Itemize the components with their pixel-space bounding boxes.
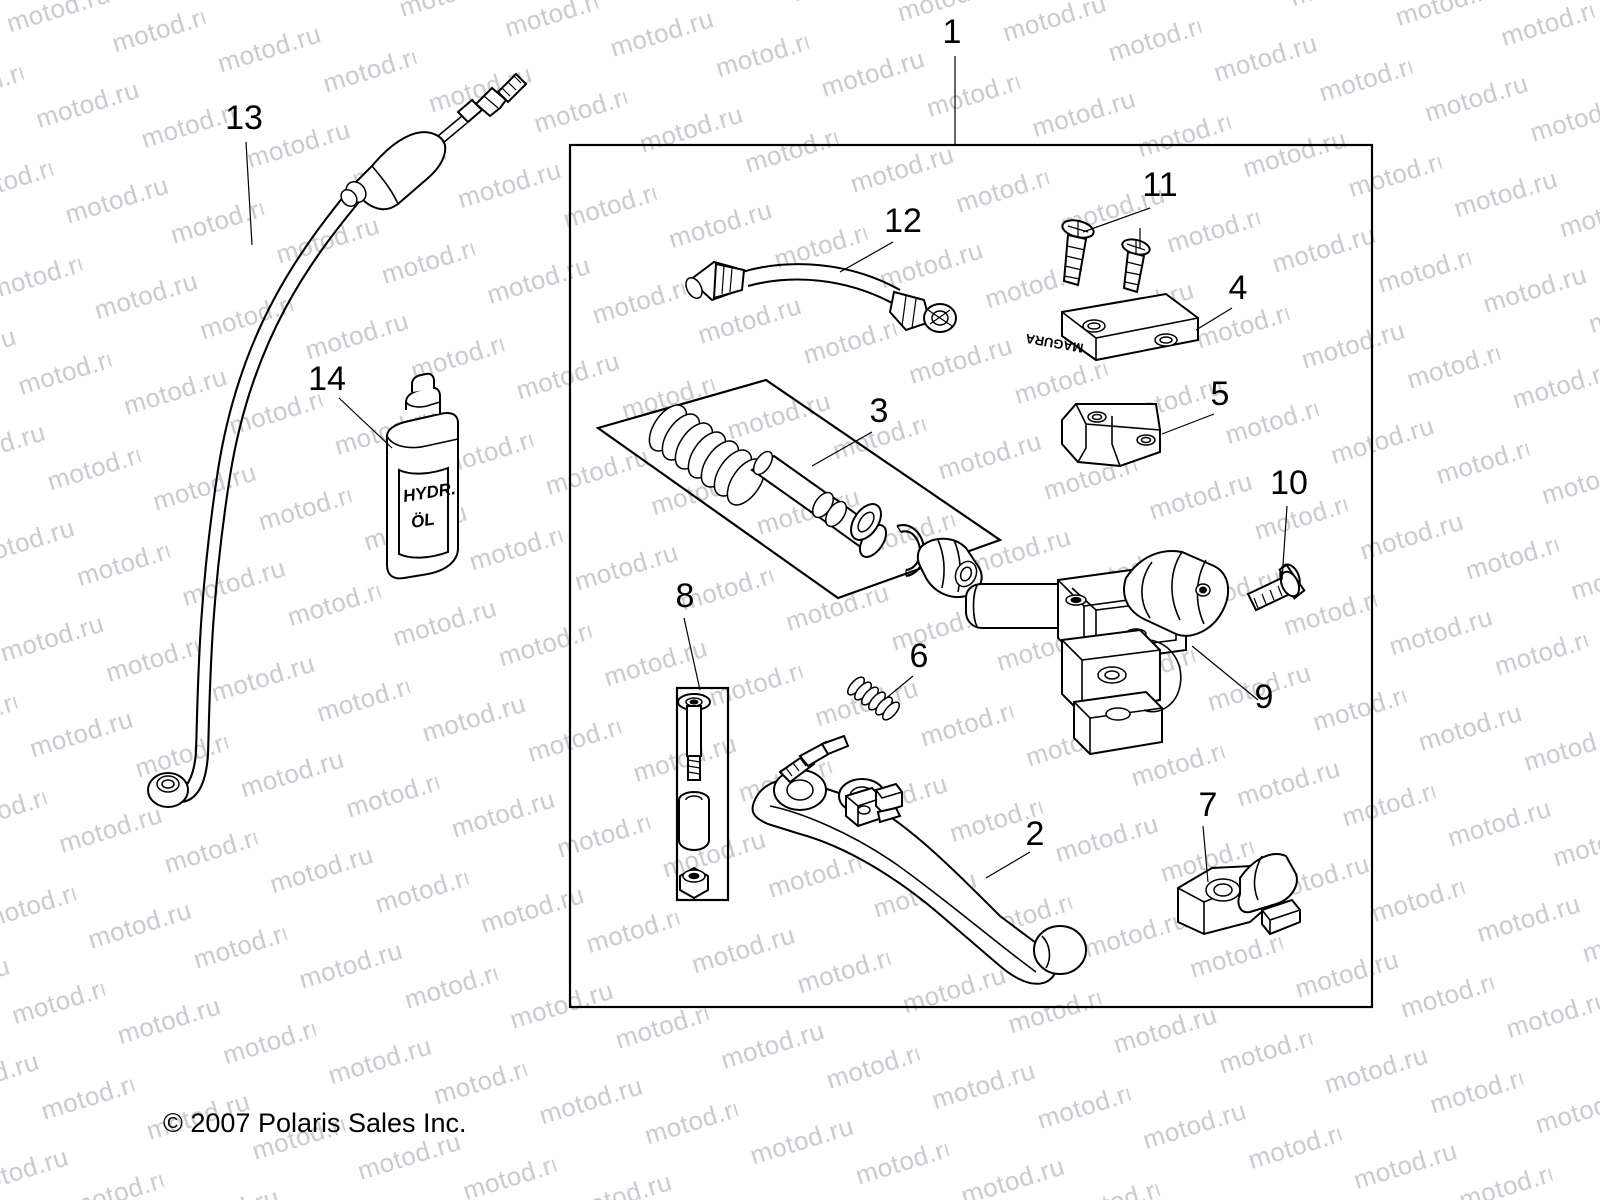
callout-5[interactable]: 5 — [1211, 375, 1230, 413]
callout-10[interactable]: 10 — [1270, 464, 1308, 502]
assembly-box — [568, 143, 1374, 1009]
part-hydraulic-oil-bottle: HYDR. ÖL — [386, 372, 459, 580]
part-handlebar-clamp-half — [1177, 853, 1301, 936]
callout-7[interactable]: 7 — [1199, 786, 1218, 824]
oil-bottle-label-line2: ÖL — [410, 509, 436, 531]
part-reservoir-diaphragm — [1061, 403, 1161, 468]
part-master-cylinder-repair-kit — [595, 378, 1003, 600]
part-short-brake-hose — [685, 260, 957, 333]
callout-3[interactable]: 3 — [870, 392, 889, 430]
callout-1[interactable]: 1 — [943, 13, 962, 51]
part-master-cylinder-body — [965, 550, 1230, 756]
callout-9[interactable]: 9 — [1255, 678, 1274, 716]
callout-8[interactable]: 8 — [676, 577, 695, 615]
callout-2[interactable]: 2 — [1026, 815, 1045, 853]
callout-6[interactable]: 6 — [910, 637, 929, 675]
part-lever-pivot-bolt-kit — [675, 686, 730, 902]
part-clamp-bolt — [1246, 563, 1306, 612]
callout-11[interactable]: 11 — [1142, 166, 1177, 204]
part-return-spring — [847, 676, 900, 721]
leader-lines — [245, 56, 1288, 883]
callout-4[interactable]: 4 — [1229, 269, 1248, 307]
copyright-notice: © 2007 Polaris Sales Inc. — [163, 1108, 467, 1138]
callout-12[interactable]: 12 — [884, 202, 922, 240]
part-long-brake-hose — [147, 72, 528, 808]
part-brake-lever — [751, 734, 1087, 985]
callout-14[interactable]: 14 — [308, 360, 346, 398]
callout-13[interactable]: 13 — [225, 99, 263, 137]
part-cap-screws — [1061, 219, 1151, 294]
